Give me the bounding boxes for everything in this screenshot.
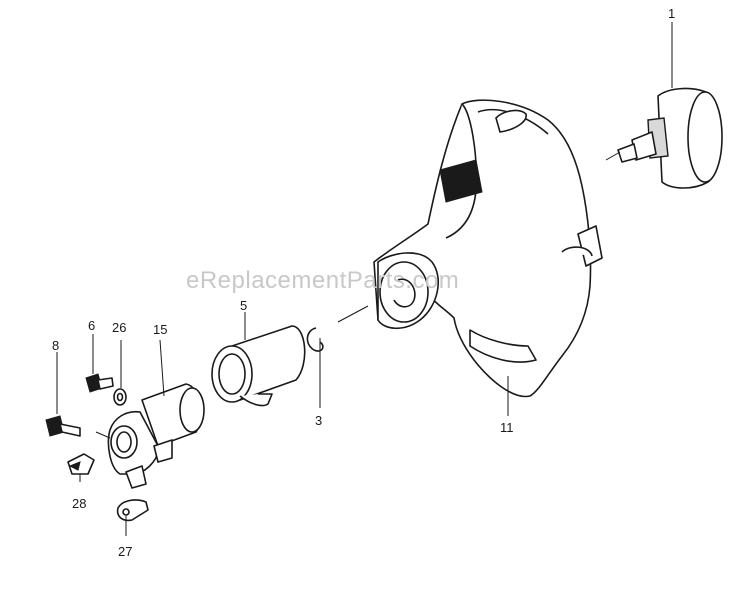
part-26-washer[interactable] xyxy=(113,388,127,406)
part-8-bolt[interactable] xyxy=(45,415,81,437)
watermark-text: eReplacementParts.com xyxy=(186,267,459,294)
callout-part-5: 5 xyxy=(240,298,247,313)
callout-part-3: 3 xyxy=(315,413,322,428)
part-6-screw[interactable] xyxy=(85,373,114,393)
part-15-clamp[interactable] xyxy=(107,383,205,489)
callout-part-8: 8 xyxy=(52,338,59,353)
callout-part-26: 26 xyxy=(112,320,126,335)
part-5-sleeve[interactable] xyxy=(211,325,306,407)
leader-lines xyxy=(56,22,673,536)
part-28-nut[interactable] xyxy=(67,453,95,475)
callout-part-27: 27 xyxy=(118,544,132,559)
part-11-housing[interactable] xyxy=(373,99,603,398)
callout-labels: 1 3 5 6 8 11 15 26 27 28 xyxy=(52,6,675,559)
callout-part-15: 15 xyxy=(153,322,167,337)
callout-part-11: 11 xyxy=(500,420,514,435)
part-3-clip[interactable] xyxy=(306,327,324,352)
part-1-drum[interactable] xyxy=(617,87,723,189)
callout-part-6: 6 xyxy=(88,318,95,333)
callout-part-1: 1 xyxy=(668,6,675,21)
part-27-tab[interactable] xyxy=(116,499,149,522)
callout-part-28: 28 xyxy=(72,496,86,511)
